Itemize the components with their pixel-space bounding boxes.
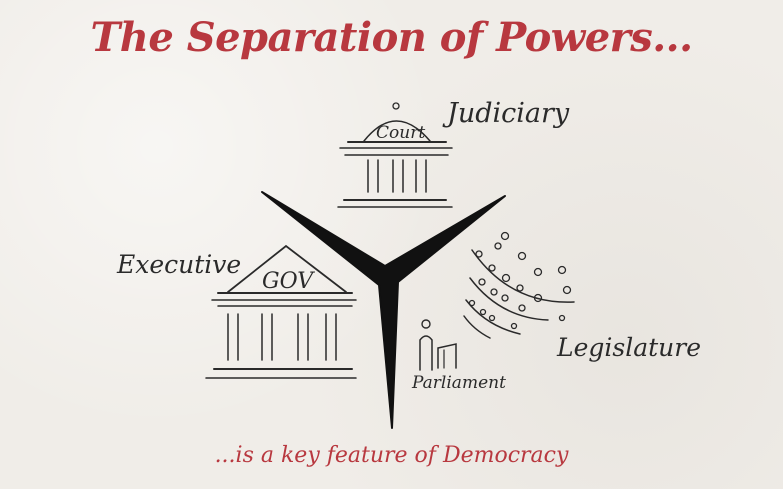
parliament-label: Parliament <box>412 373 506 393</box>
diagram-subtitle: ...is a key feature of Democracy <box>214 443 569 468</box>
legislature-label: Legislature <box>557 333 702 362</box>
court-building-text: Court <box>376 123 425 143</box>
gov-building-text: GOV <box>262 269 315 294</box>
judiciary-label: Judiciary <box>447 98 570 129</box>
court-building <box>337 102 453 208</box>
diagram-title: The Separation of Powers... <box>90 14 693 61</box>
y-splitter <box>261 191 506 429</box>
legislature-seating <box>463 231 575 339</box>
executive-label: Executive <box>117 250 242 279</box>
speaker-figure <box>419 319 457 371</box>
gov-building <box>205 244 357 379</box>
